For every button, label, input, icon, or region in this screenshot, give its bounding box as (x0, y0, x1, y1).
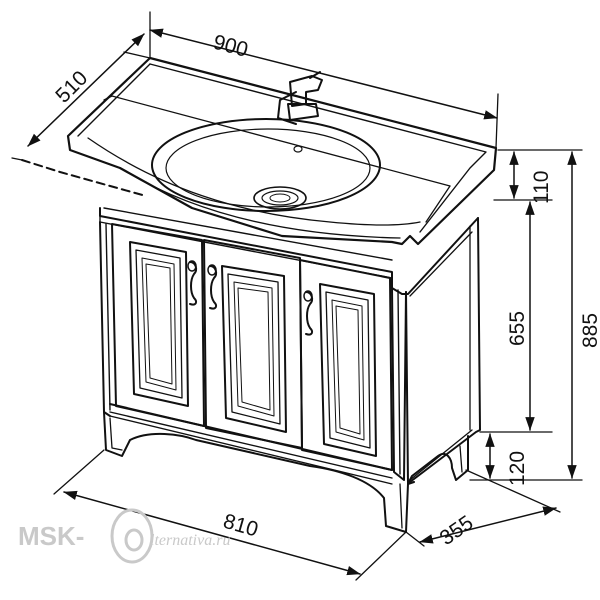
watermark-script: lternativa.ru (150, 532, 230, 549)
cabinet-plinth (103, 411, 469, 533)
door-handle-icon (303, 290, 314, 336)
overflow-hole (293, 145, 303, 153)
watermark-prefix: MSK- (18, 521, 84, 551)
door-middle (203, 239, 303, 449)
door-right (299, 259, 393, 471)
dim-label-top-width: 900 (211, 31, 251, 62)
cabinet-body (99, 207, 481, 485)
dim-label-leg-height: 120 (506, 451, 529, 486)
dim-label-cabinet-height: 655 (506, 311, 529, 346)
dim-label-top-depth: 510 (51, 66, 92, 107)
drain-icon (253, 186, 307, 210)
basin-top (66, 56, 498, 246)
basin-bowl (151, 118, 381, 212)
door-left (111, 223, 205, 427)
door-handle-icon (187, 260, 198, 306)
vanity-cabinet-drawing (21, 56, 498, 533)
at-sign-icon (110, 508, 154, 564)
dim-label-basin-height: 110 (530, 171, 553, 204)
dim-label-base-depth: 355 (436, 511, 478, 550)
dimension-lines (11, 11, 583, 581)
watermark-logo: MSK- lternativa.ru (18, 508, 230, 564)
dim-label-total-height: 885 (579, 313, 600, 348)
door-handle-icon (207, 264, 218, 310)
